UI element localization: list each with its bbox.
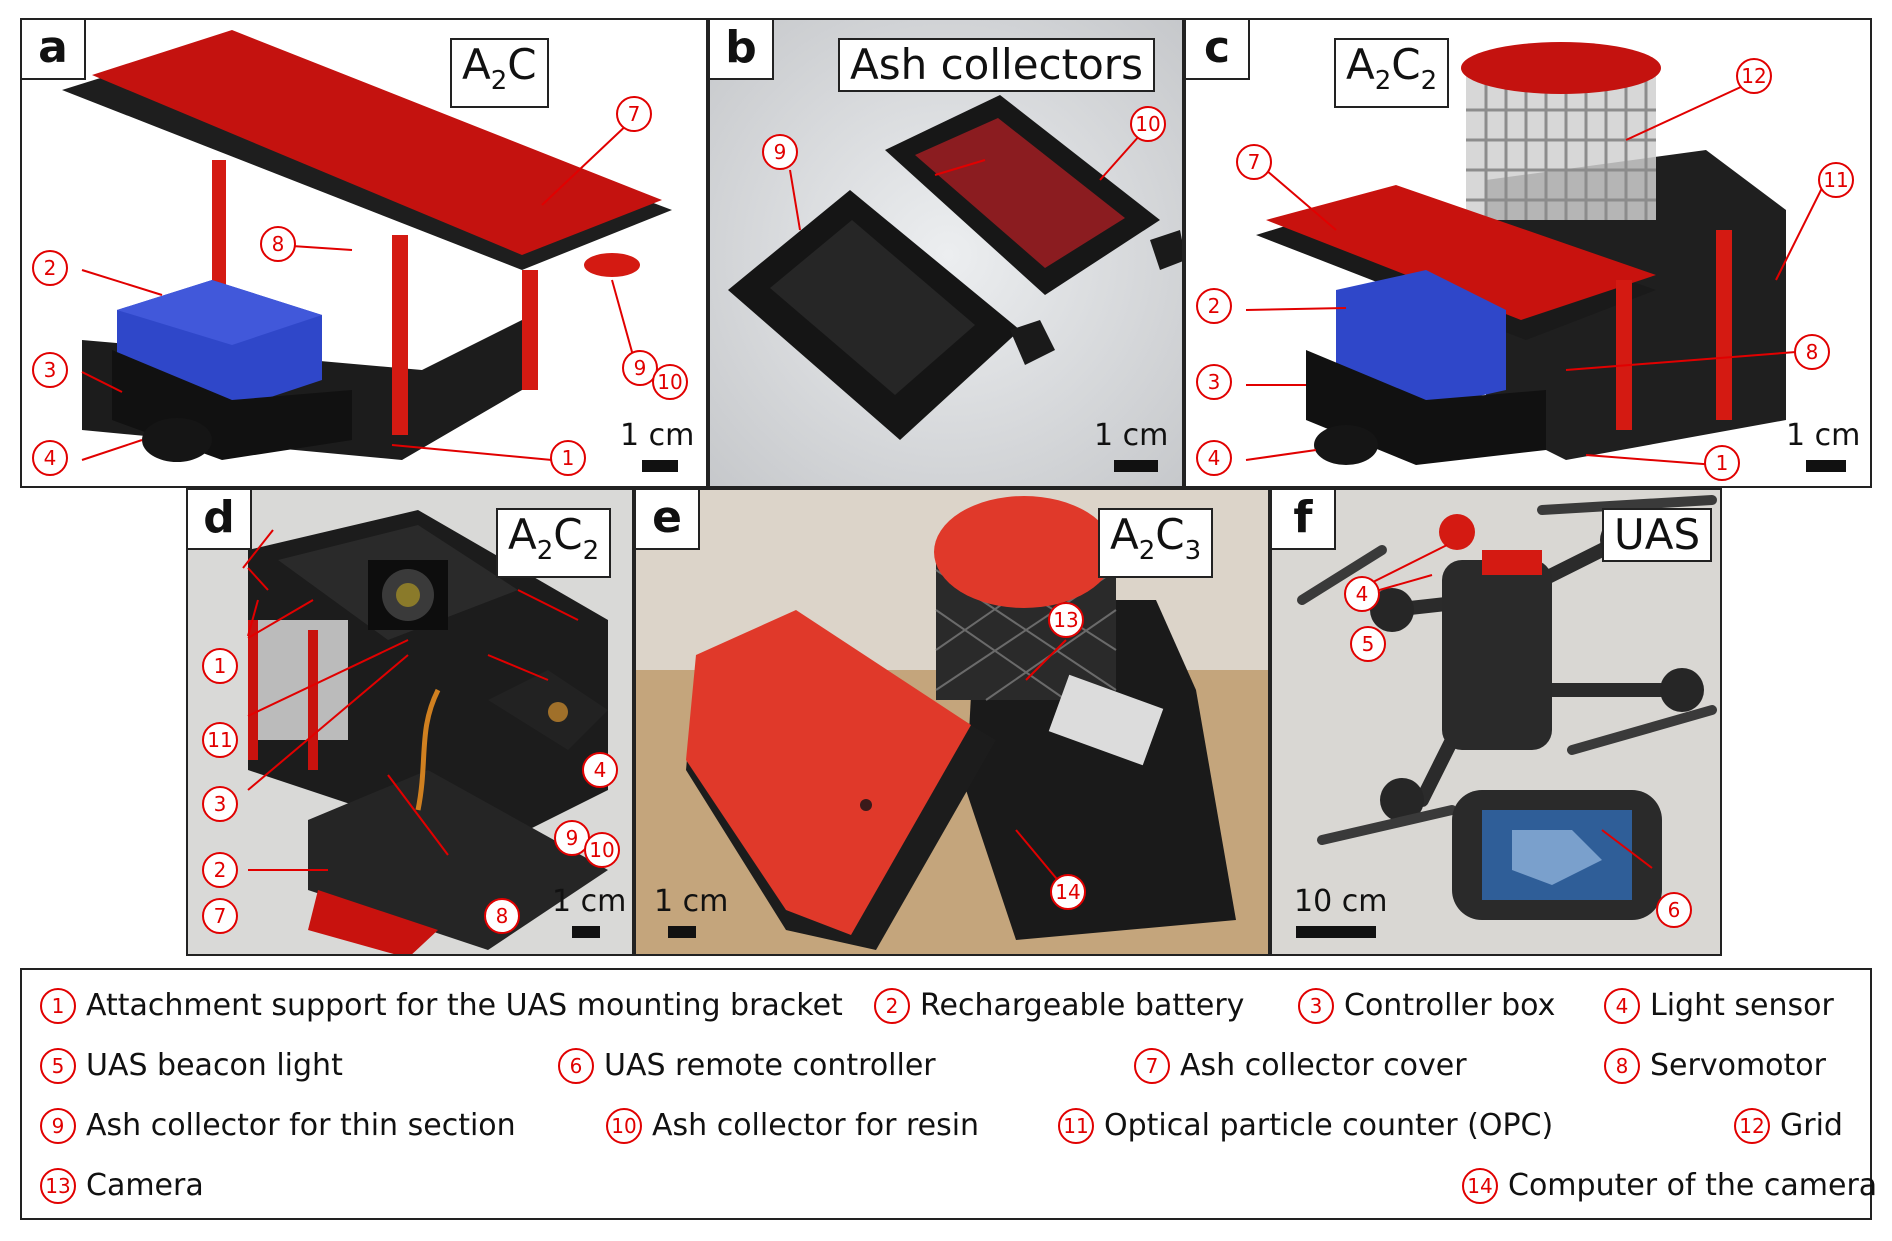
- scale-label-c: 1 cm: [1786, 418, 1861, 453]
- callout-c-3: 3: [1196, 364, 1232, 400]
- panel-label-b: b: [710, 20, 774, 80]
- panel-label-e: e: [636, 490, 700, 550]
- scale-label-f: 10 cm: [1294, 884, 1388, 919]
- callout-b-9: 9: [762, 134, 798, 170]
- callout-d-1: 1: [202, 648, 238, 684]
- scale-label-a: 1 cm: [620, 418, 695, 453]
- panel-e-title: A2C3: [1098, 508, 1214, 578]
- callout-d-2: 2: [202, 852, 238, 888]
- callout-d-10: 10: [584, 832, 620, 868]
- callout-d-7: 7: [202, 898, 238, 934]
- panel-f-title: UAS: [1602, 508, 1713, 562]
- callout-f-6: 6: [1656, 892, 1692, 928]
- callout-e-13: 13: [1048, 602, 1084, 638]
- callout-c-1: 1: [1704, 445, 1740, 481]
- callout-a-4: 4: [32, 440, 68, 476]
- callout-e-14: 14: [1050, 874, 1086, 910]
- panel-d: d A2C2 1 11 4 3 9 10 2 7 8 1 cm: [186, 488, 634, 956]
- callout-a-3: 3: [32, 352, 68, 388]
- callout-a-2: 2: [32, 250, 68, 286]
- panel-label-f: f: [1272, 490, 1336, 550]
- panel-a-illustration: [62, 30, 672, 462]
- callout-d-11: 11: [202, 722, 238, 758]
- scale-label-b: 1 cm: [1094, 418, 1169, 453]
- scale-bar-f: [1296, 926, 1376, 938]
- panel-b-title: Ash collectors: [838, 38, 1155, 92]
- panel-f: f UAS 4 5 6 10 cm: [1270, 488, 1722, 956]
- panel-a: a A2C 7 8 2 3 4 9 10 1 1 cm: [20, 18, 708, 488]
- panel-e: e A2C3 13 14 1 cm: [634, 488, 1270, 956]
- scale-bar-a: [642, 460, 678, 472]
- callout-a-1: 1: [550, 440, 586, 476]
- callout-b-10: 10: [1130, 106, 1166, 142]
- callout-d-3: 3: [202, 786, 238, 822]
- panel-label-a: a: [22, 20, 86, 80]
- callout-d-8: 8: [484, 898, 520, 934]
- callout-a-10: 10: [652, 364, 688, 400]
- panel-c: c A2C2 12 7 11 2 8 3 4 1 1 cm: [1184, 18, 1872, 488]
- callout-c-12: 12: [1736, 58, 1772, 94]
- scale-bar-c: [1806, 460, 1846, 472]
- callout-c-7: 7: [1236, 144, 1272, 180]
- panel-c-illustration: [1245, 42, 1827, 466]
- callout-f-4: 4: [1344, 576, 1380, 612]
- scale-bar-e: [668, 926, 696, 938]
- callout-a-8: 8: [260, 226, 296, 262]
- callout-d-4: 4: [582, 752, 618, 788]
- panel-label-c: c: [1186, 20, 1250, 80]
- panel-b-photo: [710, 20, 1182, 486]
- panel-c-title: A2C2: [1334, 38, 1450, 108]
- callout-a-7: 7: [616, 96, 652, 132]
- callout-c-2: 2: [1196, 288, 1232, 324]
- scale-label-e: 1 cm: [654, 884, 729, 919]
- panel-label-d: d: [188, 490, 252, 550]
- panel-a-title: A2C: [450, 38, 549, 108]
- callout-c-11: 11: [1818, 162, 1854, 198]
- callout-c-4: 4: [1196, 440, 1232, 476]
- callout-f-5: 5: [1350, 626, 1386, 662]
- scale-bar-d: [572, 926, 600, 938]
- scale-label-d: 1 cm: [552, 884, 627, 919]
- callout-c-8: 8: [1794, 334, 1830, 370]
- panel-b: b Ash collectors 9 10 1 cm: [708, 18, 1184, 488]
- panel-d-title: A2C2: [496, 508, 612, 578]
- scale-bar-b: [1114, 460, 1158, 472]
